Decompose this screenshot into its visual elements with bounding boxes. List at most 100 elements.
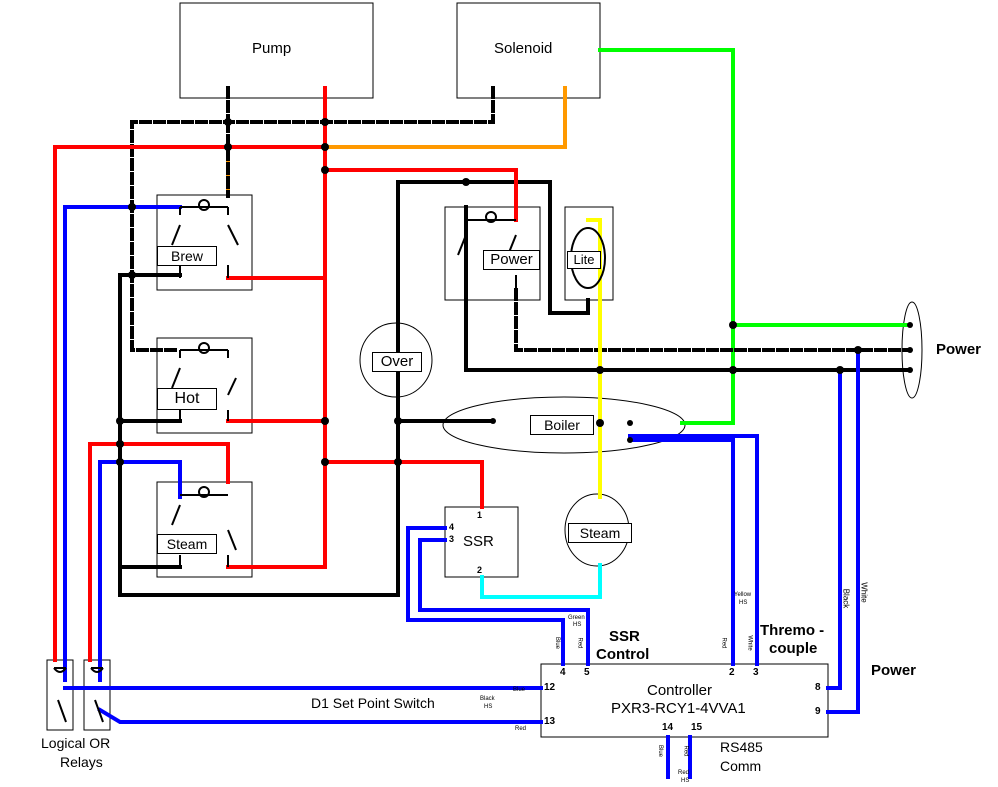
thermocouple-label-2: couple bbox=[769, 640, 818, 657]
junction bbox=[394, 417, 402, 425]
power-switch-label: Power bbox=[483, 250, 540, 270]
ssr-label: SSR bbox=[463, 533, 494, 550]
solenoid-label: Solenoid bbox=[494, 40, 553, 57]
wire-label-yellow-hs: Yellow bbox=[734, 592, 752, 598]
black-dashed-power bbox=[514, 288, 912, 352]
junction bbox=[596, 366, 604, 374]
blue-wire-relay1 bbox=[63, 205, 182, 682]
junction bbox=[128, 203, 136, 211]
junction bbox=[321, 458, 329, 466]
junction bbox=[627, 437, 633, 443]
junction bbox=[321, 417, 329, 425]
pin-3: 3 bbox=[753, 667, 759, 678]
thermocouple-label-1: Thremo - bbox=[760, 622, 825, 639]
ssr-pin-1: 1 bbox=[477, 510, 483, 520]
wire-label-white-tc: White bbox=[746, 635, 753, 651]
junction bbox=[116, 417, 124, 425]
wire-label-black-hs2: HS bbox=[484, 704, 493, 710]
red-wire-left bbox=[53, 145, 327, 662]
plug-pin bbox=[907, 322, 913, 328]
rs485-label-2: Comm bbox=[720, 758, 762, 774]
junction bbox=[116, 440, 124, 448]
plug-pin bbox=[907, 347, 913, 353]
red-wire-ssr bbox=[323, 460, 484, 509]
wire-label-black-hs: Black bbox=[480, 696, 495, 702]
blue-wire-power-white bbox=[826, 348, 860, 714]
junction bbox=[490, 418, 496, 424]
black-dashed-solenoid bbox=[226, 86, 495, 124]
power-label-right: Power bbox=[936, 341, 982, 358]
pin-9: 9 bbox=[815, 706, 821, 717]
junction bbox=[729, 366, 737, 374]
junction bbox=[321, 166, 329, 174]
steam-thermostat-label: Steam bbox=[568, 523, 632, 543]
junction bbox=[224, 118, 232, 126]
yellow-wire bbox=[586, 218, 602, 499]
ssr-control-label-2: Control bbox=[596, 646, 650, 663]
d1-label: D1 Set Point Switch bbox=[311, 695, 435, 711]
junction bbox=[321, 143, 329, 151]
relay-2-box bbox=[83, 659, 111, 731]
blue-wire-ssr-4 bbox=[406, 526, 565, 666]
steam-switch-symbol bbox=[171, 486, 237, 567]
junction bbox=[729, 321, 737, 329]
wire-label-red-tc: Red bbox=[720, 637, 727, 649]
red-wire-power bbox=[323, 168, 518, 222]
black-wire-power bbox=[464, 205, 912, 372]
pin-13: 13 bbox=[544, 716, 556, 727]
red-wire-steam bbox=[88, 442, 230, 662]
brew-switch-symbol bbox=[171, 199, 239, 278]
junction bbox=[321, 118, 329, 126]
pin-8: 8 bbox=[815, 682, 821, 693]
relay-contacts bbox=[53, 667, 104, 723]
wire-label-red-hs: Red bbox=[678, 770, 690, 776]
wire-label-red-13: Red bbox=[515, 726, 527, 732]
power-switch-symbol bbox=[457, 211, 517, 290]
logical-or-label: Logical OR bbox=[41, 735, 111, 751]
junction bbox=[627, 420, 633, 426]
pin-15: 15 bbox=[691, 722, 703, 733]
boiler-label: Boiler bbox=[530, 415, 594, 435]
power-label-bottom: Power bbox=[871, 662, 917, 679]
red-wire-13 bbox=[97, 707, 543, 724]
wire-label-yellow-hs2: HS bbox=[739, 600, 748, 606]
wire-label-blue-rs: Blue bbox=[657, 744, 664, 758]
hot-label: Hot bbox=[157, 388, 217, 410]
relay-1-box bbox=[46, 659, 74, 731]
wire-label-red-rs: Red bbox=[682, 745, 689, 757]
cyan-wire bbox=[480, 563, 602, 599]
controller-box bbox=[540, 663, 829, 738]
plug-pin bbox=[907, 367, 913, 373]
blue-wire-tc-red bbox=[628, 438, 735, 666]
black-dashed-pump bbox=[130, 86, 230, 352]
pin-12: 12 bbox=[544, 682, 556, 693]
wire-label-green-hs2: HS bbox=[573, 622, 582, 628]
ssr-pin-4: 4 bbox=[449, 522, 455, 532]
green-wire-boiler bbox=[680, 323, 735, 425]
pin-5: 5 bbox=[584, 667, 590, 678]
wire-label-red-hs2: HS bbox=[681, 778, 690, 784]
junction bbox=[836, 366, 844, 374]
wire-label-blue-12: Blue bbox=[513, 687, 526, 693]
blue-wire-ssr-3 bbox=[418, 538, 590, 666]
hot-switch-symbol bbox=[171, 342, 237, 421]
green-wire bbox=[598, 48, 912, 327]
lite-label: Lite bbox=[567, 251, 601, 269]
ssr-control-label-1: SSR bbox=[609, 628, 640, 645]
rs485-label-1: RS485 bbox=[720, 739, 763, 755]
blue-wire-tc-white bbox=[628, 434, 759, 666]
ssr-pin-3: 3 bbox=[449, 534, 455, 544]
junction bbox=[394, 458, 402, 466]
black-wire-lite bbox=[464, 180, 590, 315]
pin-2: 2 bbox=[729, 667, 735, 678]
over-label: Over bbox=[372, 352, 422, 372]
junction bbox=[854, 346, 862, 354]
blue-wire-power-black bbox=[826, 368, 842, 690]
wire-label-white-pw: White bbox=[859, 582, 869, 603]
wire-label-green-hs: Green bbox=[568, 615, 585, 621]
pin-4: 4 bbox=[560, 667, 566, 678]
wire-label-blue-ssr: Blue bbox=[554, 636, 561, 650]
relays-label: Relays bbox=[60, 754, 103, 770]
wire-label-black-pw: Black bbox=[841, 588, 851, 609]
